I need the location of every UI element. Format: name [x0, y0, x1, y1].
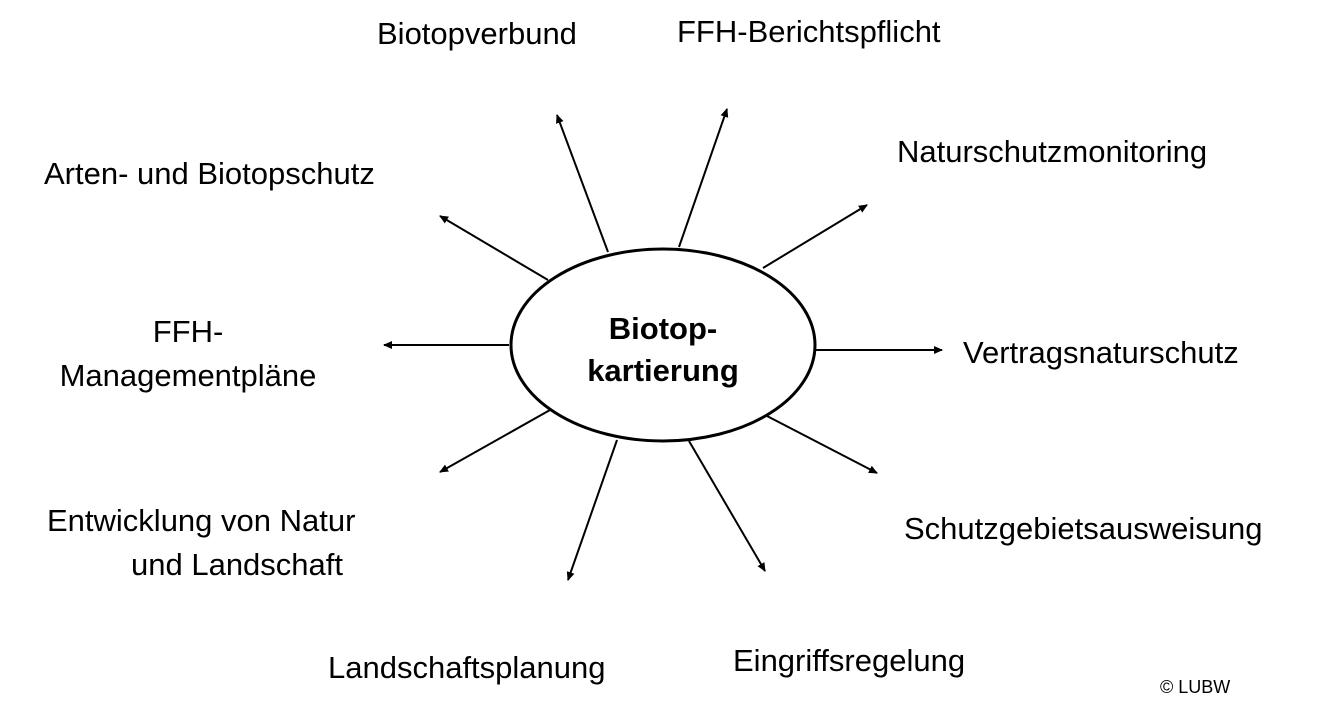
- label-entwicklung: Entwicklung von Natur und Landschaft: [47, 499, 355, 587]
- center-title: Biotop- kartierung: [511, 308, 815, 392]
- center-title-line1: Biotop-: [608, 311, 718, 346]
- label-ffh-managementplaene: FFH- Managementpläne: [48, 310, 328, 398]
- label-entwicklung-line2: und Landschaft: [131, 547, 344, 582]
- label-vertragsnaturschutz: Vertragsnaturschutz: [963, 335, 1239, 370]
- arrow-arten-biotopschutz: [439, 215, 549, 281]
- label-ffh-managementplaene-line1: FFH-: [152, 314, 224, 349]
- label-eingriffsregelung: Eingriffsregelung: [733, 643, 966, 678]
- label-biotopverbund: Biotopverbund: [377, 16, 577, 51]
- center-ellipse: [509, 247, 817, 443]
- label-ffh-managementplaene-line2: Managementpläne: [59, 358, 317, 393]
- label-schutzgebietsausweisung: Schutzgebietsausweisung: [904, 511, 1263, 546]
- arrow-ffh-berichtspflicht: [678, 108, 729, 248]
- copyright-notice: © LUBW: [1160, 677, 1231, 697]
- arrow-biotopverbund: [556, 114, 609, 253]
- arrow-naturschutzmonitoring: [762, 204, 868, 269]
- arrow-entwicklung: [439, 409, 551, 473]
- center-title-line2: kartierung: [587, 353, 739, 388]
- arrow-landschaftsplanung: [566, 439, 618, 581]
- label-landschaftsplanung: Landschaftsplanung: [328, 650, 606, 685]
- arrow-schutzgebietsausweisung: [766, 415, 878, 474]
- label-arten-biotopschutz: Arten- und Biotopschutz: [44, 156, 375, 191]
- arrow-eingriffsregelung: [688, 440, 766, 572]
- label-naturschutzmonitoring: Naturschutzmonitoring: [897, 134, 1208, 169]
- label-entwicklung-line1: Entwicklung von Natur: [47, 503, 356, 538]
- label-ffh-berichtspflicht: FFH-Berichtspflicht: [677, 14, 941, 49]
